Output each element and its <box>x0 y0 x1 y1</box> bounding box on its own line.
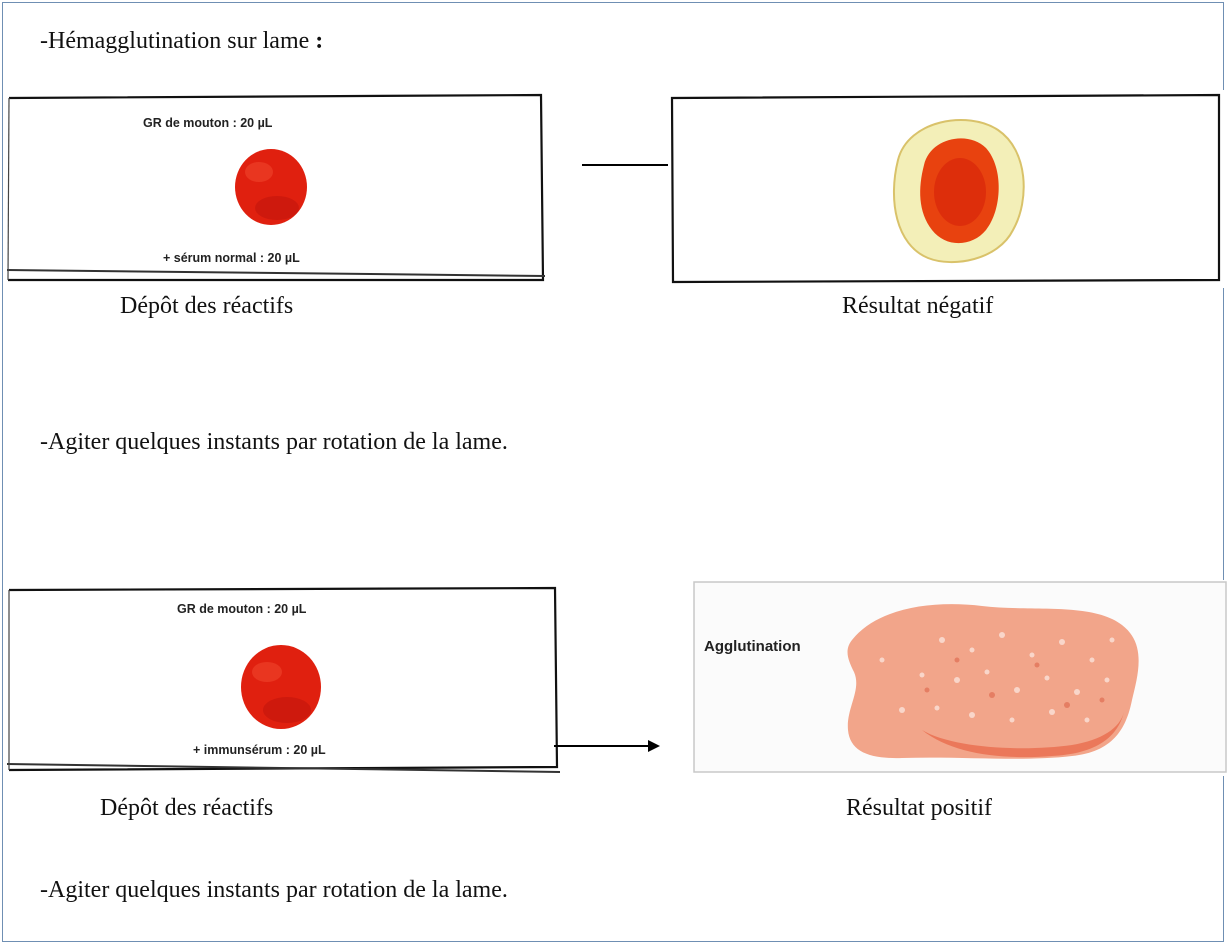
slide1-bottom-label: + sérum normal : 20 µL <box>163 251 300 265</box>
caption-positive-result: Résultat positif <box>846 794 992 822</box>
agglutination-patch <box>848 604 1139 759</box>
caption-reagents-1: Dépôt des réactifs <box>120 292 293 320</box>
slide-result-positive-drawing <box>692 580 1228 776</box>
section-title: -Hémagglutination sur lame : <box>40 27 323 55</box>
slide-result-negative <box>668 90 1228 288</box>
slide-reagents-immune-drawing: GR de mouton : 20 µL + immunsérum : 20 µ… <box>5 582 560 780</box>
slide-result-negative-drawing <box>668 90 1228 288</box>
arrow-icon <box>552 736 662 756</box>
section-title-colon: : <box>309 28 323 54</box>
section-title-text: -Hémagglutination sur lame <box>40 28 309 54</box>
drop-highlight <box>245 162 273 182</box>
slide-reagents-normal-drawing: GR de mouton : 20 µL + sérum normal : 20… <box>5 90 545 288</box>
instruction-2: -Agiter quelques instants par rotation d… <box>40 876 508 904</box>
agglutination-label: Agglutination <box>704 638 801 655</box>
slide1-top-label: GR de mouton : 20 µL <box>143 116 273 130</box>
slide2-bottom-label: + immunsérum : 20 µL <box>193 743 326 757</box>
drop-shadow <box>255 196 299 220</box>
slide-reagents-immune: GR de mouton : 20 µL + immunsérum : 20 µ… <box>5 582 560 780</box>
caption-reagents-2: Dépôt des réactifs <box>100 794 273 822</box>
caption-negative-result: Résultat négatif <box>842 292 993 320</box>
slide-reagents-normal: GR de mouton : 20 µL + sérum normal : 20… <box>5 90 545 288</box>
slide-result-positive: Agglutination <box>692 580 1228 776</box>
instruction-1: -Agiter quelques instants par rotation d… <box>40 428 508 456</box>
slide2-top-label: GR de mouton : 20 µL <box>177 602 307 616</box>
